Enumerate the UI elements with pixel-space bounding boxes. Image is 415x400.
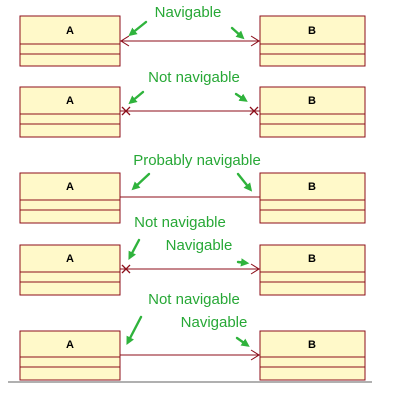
green-arrow-icon (128, 90, 145, 105)
class-b-box[interactable]: B (259, 15, 366, 67)
class-b-name: B (308, 95, 316, 107)
diagram-5: A B Not navigable Navigable (19, 291, 366, 381)
association-line[interactable] (120, 106, 260, 116)
green-arrow-icon (234, 92, 248, 102)
class-b-name: B (308, 181, 316, 193)
association-line[interactable] (120, 349, 260, 361)
annotation-label-left: Not navigable (148, 291, 240, 308)
class-b-box[interactable]: B (259, 172, 366, 224)
annotation-label-right: Navigable (181, 314, 248, 331)
green-arrow-icon (236, 172, 253, 192)
class-b-name: B (308, 339, 316, 351)
green-arrow-icon (235, 336, 250, 347)
diagram-3: A B Probably navigable (19, 152, 366, 224)
green-arrow-icon (230, 26, 245, 40)
green-arrow-icon (236, 258, 250, 267)
green-arrow-icon (126, 315, 143, 345)
class-a-name: A (66, 253, 74, 265)
annotation-label: Navigable (155, 4, 222, 21)
green-arrow-icon (128, 238, 141, 260)
class-b-box[interactable]: B (259, 244, 366, 296)
class-a-name: A (66, 95, 74, 107)
class-b-name: B (308, 25, 316, 37)
diagram-1: A B Navigable (19, 4, 366, 67)
class-a-name: A (66, 339, 74, 351)
class-b-box[interactable]: B (259, 86, 366, 138)
association-line[interactable] (120, 35, 260, 47)
green-arrow-icon (128, 20, 148, 37)
annotation-label: Probably navigable (133, 152, 261, 169)
class-a-box[interactable]: A (19, 330, 121, 381)
annotation-label-left: Not navigable (134, 214, 226, 231)
diagram-2: A B Not navigable (19, 69, 366, 138)
class-a-box[interactable]: A (19, 86, 121, 138)
class-b-box[interactable]: B (259, 330, 366, 381)
green-arrow-icon (131, 172, 151, 191)
annotation-label-right: Navigable (166, 237, 233, 254)
class-b-name: B (308, 253, 316, 265)
class-a-name: A (66, 181, 74, 193)
class-a-box[interactable]: A (19, 15, 121, 67)
association-line[interactable] (120, 263, 260, 275)
class-a-box[interactable]: A (19, 172, 121, 224)
annotation-label: Not navigable (148, 69, 240, 86)
class-a-box[interactable]: A (19, 244, 121, 296)
class-a-name: A (66, 25, 74, 37)
diagram-4: A B Not navigable Navigable (19, 214, 366, 296)
